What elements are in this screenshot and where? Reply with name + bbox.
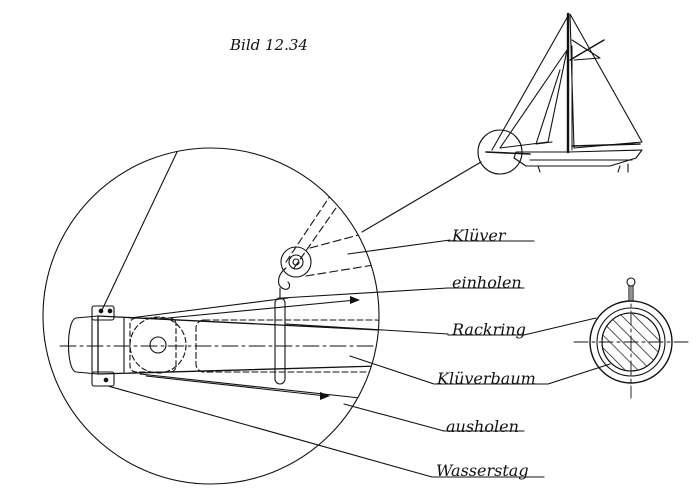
detail-circle <box>42 147 380 485</box>
label-einholen: einholen <box>452 273 522 292</box>
label-kluever: Klüver <box>452 226 506 245</box>
figure-title: Bild 12.34 <box>230 36 308 54</box>
label-ausholen: ausholen <box>446 417 519 436</box>
leader-wasserstag <box>107 385 433 478</box>
main-sail <box>569 13 643 149</box>
hull <box>513 149 643 167</box>
bowsprit <box>485 151 531 155</box>
leader-rackring <box>285 323 449 335</box>
label-wasserstag: Wasserstag <box>436 461 529 480</box>
label-klueverbaum: Klüverbaum <box>437 369 536 388</box>
leader-ausholen <box>343 403 445 432</box>
sailboat-sketch <box>477 12 643 175</box>
label-rackring: Rackring <box>452 320 526 339</box>
detail-leader-line <box>361 161 482 233</box>
cross-section <box>573 277 689 399</box>
bowsprit-detail <box>59 149 379 399</box>
leader-kluever <box>347 239 451 255</box>
leader-klueverbaum <box>349 355 435 385</box>
jib-sail <box>499 49 568 149</box>
leader-einholen <box>281 287 449 299</box>
forestay <box>491 15 569 151</box>
